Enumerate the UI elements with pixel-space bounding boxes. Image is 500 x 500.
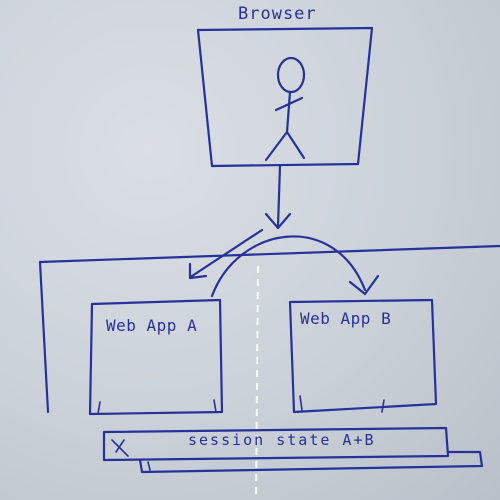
cluster-boundary [38, 244, 500, 414]
web-app-b-box [288, 298, 438, 414]
web-app-b-label: Web App B [300, 309, 392, 328]
web-app-a-box [88, 298, 224, 416]
route-arrow-to-app-b [210, 235, 380, 298]
session-state-store [102, 426, 450, 462]
app-divider-dashed [255, 265, 259, 500]
session-state-label: session state A+B [188, 431, 376, 449]
browser-label: Browser [238, 4, 317, 24]
web-app-a-label: Web App A [106, 316, 198, 335]
browser-box [196, 26, 374, 168]
request-arrow [264, 164, 292, 230]
stick-figure-user-icon [264, 56, 306, 162]
route-arrow-to-app-a [188, 228, 264, 280]
